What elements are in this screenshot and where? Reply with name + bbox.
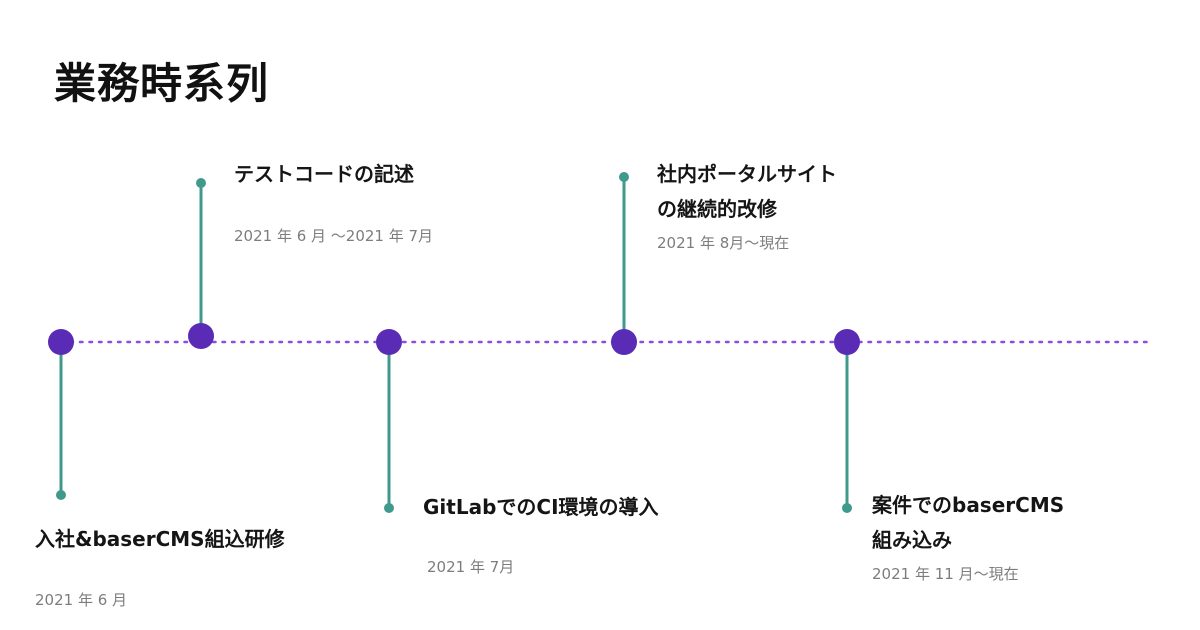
event-date: 2021 年 6 月 ～2021 年 7月 [234, 227, 434, 245]
event-title: GitLabでのCI環境の導入 [423, 490, 659, 525]
event-title: 入社&baserCMS組込研修 [35, 522, 285, 557]
event-title-line: テストコードの記述 [234, 162, 414, 186]
event-stem-dot [384, 503, 394, 513]
event-title: 案件でのbaserCMS 組み込み [872, 488, 1064, 558]
event-title-line: 組み込み [872, 528, 952, 552]
event-title-line: の継続的改修 [657, 197, 777, 221]
page-title: 業務時系列 [54, 59, 270, 108]
event-stem-dot [842, 503, 852, 513]
event-stem-dot [196, 178, 206, 188]
event-date: 2021 年 6 月 [35, 591, 128, 609]
event-date: 2021 年 8月～現在 [657, 234, 790, 252]
event-title-line: 社内ポータルサイト [657, 162, 837, 186]
event-node [48, 329, 74, 355]
event-stem-dot [619, 172, 629, 182]
event-title-line: 入社&baserCMS組込研修 [35, 527, 285, 551]
event-node [834, 329, 860, 355]
event-date: 2021 年 7月 [427, 558, 515, 576]
event-stem-dot [56, 490, 66, 500]
event-title: テストコードの記述 [234, 157, 414, 192]
event-title: 社内ポータルサイト の継続的改修 [657, 157, 837, 227]
event-title-line: GitLabでのCI環境の導入 [423, 495, 659, 519]
event-node [376, 329, 402, 355]
event-node [188, 323, 214, 349]
event-node [611, 329, 637, 355]
event-date: 2021 年 11 月～現在 [872, 565, 1019, 583]
event-title-line: 案件でのbaserCMS [872, 493, 1065, 517]
